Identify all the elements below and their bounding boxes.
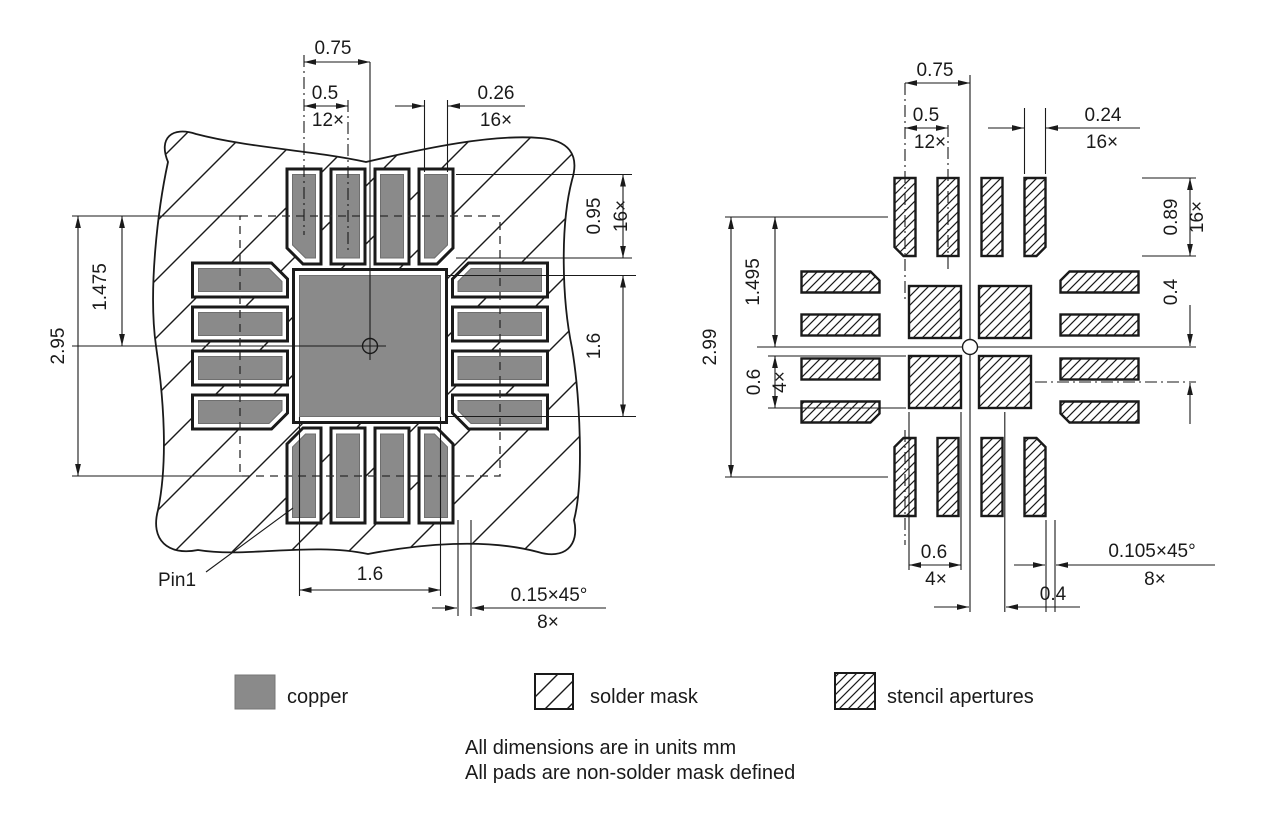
- dim-stencil-aperture-length-label: 0.89: [1161, 199, 1182, 236]
- stencil-aperture: [1059, 270, 1140, 294]
- stencil-aperture: [893, 176, 917, 258]
- stencil-aperture-view: 0.75 0.5 12× 0.24 16× 0.89 16×: [700, 60, 1215, 612]
- notes: All dimensions are in units mm All pads …: [465, 737, 795, 784]
- dim-copper-chamfer-qty-label: 8×: [537, 612, 559, 633]
- paste-square: [907, 354, 963, 410]
- dim-stencil-half-span-label: 1.495: [743, 258, 764, 306]
- copper-pad: [424, 433, 448, 518]
- dim-copper-chamfer-label: 0.15×45°: [511, 585, 588, 606]
- dim-copper-pad-width: [395, 100, 525, 172]
- dim-stencil-aperture-length-qty-label: 16×: [1187, 201, 1208, 233]
- stencil-aperture: [980, 436, 1004, 518]
- pin1-leader-line: [205, 507, 294, 573]
- dim-center-pad-width-label: 1.6: [357, 564, 383, 585]
- dim-copper-offset-label: 0.75: [315, 38, 352, 59]
- stencil-aperture: [800, 400, 881, 424]
- dim-center-pad-height: [448, 274, 636, 418]
- stencil-aperture: [800, 357, 881, 381]
- stencil-aperture: [1059, 313, 1140, 337]
- dim-stencil-aperture-length: [1142, 177, 1196, 257]
- dim-stencil-paste-width: [908, 412, 962, 570]
- dim-copper-chamfer: [432, 520, 606, 616]
- stencil-aperture: [893, 436, 917, 518]
- dim-stencil-paste-height: [768, 355, 906, 409]
- paste-square: [977, 284, 1033, 340]
- dim-copper-pitch-label: 0.5: [312, 83, 338, 104]
- dim-copper-half-span-label: 1.475: [90, 263, 111, 311]
- copper-pad: [198, 268, 283, 292]
- legend-copper-swatch: [234, 674, 276, 710]
- stencil-aperture: [1059, 357, 1140, 381]
- paste-square: [977, 354, 1033, 410]
- legend: copper solder mask stencil apertures: [234, 672, 1034, 710]
- dim-stencil-paste-width-label: 0.6: [921, 542, 947, 563]
- dim-copper-pad-length-label: 0.95: [584, 198, 605, 235]
- dim-stencil-aperture-width-qty-label: 16×: [1086, 132, 1118, 153]
- stencil-aperture: [1023, 436, 1047, 518]
- legend-copper-label: copper: [287, 686, 348, 708]
- dim-center-pad-height-label: 1.6: [584, 333, 605, 359]
- dim-stencil-paste-offset-v: [1146, 305, 1196, 424]
- stencil-aperture: [936, 436, 960, 518]
- center-origin-crosshair: [361, 337, 379, 355]
- dim-stencil-paste-height-qty-label: 4×: [770, 371, 791, 393]
- dim-stencil-chamfer-qty-label: 8×: [1144, 569, 1166, 590]
- stencil-origin-crosshair: [961, 338, 979, 356]
- dim-center-pad-width: [298, 417, 442, 596]
- dim-stencil-paste-offset-v-label: 0.4: [1161, 278, 1182, 305]
- dim-stencil-paste-width-qty-label: 4×: [925, 569, 947, 590]
- copper-land-pattern-view: 0.75 0.5 12× 0.26 16× 0.95 16×: [48, 38, 636, 633]
- legend-stencil-label: stencil apertures: [887, 686, 1034, 708]
- dim-copper-pad-length-qty-label: 16×: [611, 200, 632, 232]
- dim-stencil-pitch-label: 0.5: [913, 105, 939, 126]
- centerlines: [72, 55, 386, 360]
- stencil-aperture: [1023, 176, 1047, 258]
- paste-square: [907, 284, 963, 340]
- dim-stencil-chamfer: [1014, 520, 1215, 612]
- pin1-label: Pin1: [158, 570, 196, 591]
- dim-stencil-paste-height-label: 0.6: [744, 369, 765, 395]
- legend-stencil-swatch: [834, 672, 876, 710]
- legend-solder-mask-label: solder mask: [590, 686, 699, 708]
- legend-solder-mask-swatch: [534, 673, 574, 710]
- note-units: All dimensions are in units mm: [465, 737, 736, 759]
- stencil-aperture: [1059, 400, 1140, 424]
- dim-copper-pad-width-label: 0.26: [478, 83, 515, 104]
- dim-stencil-paste-offset-h-label: 0.4: [1040, 584, 1067, 605]
- dim-stencil-span: [725, 216, 888, 478]
- dim-stencil-pitch-qty-label: 12×: [914, 132, 946, 153]
- stencil-aperture: [980, 176, 1004, 258]
- stencil-aperture: [800, 313, 881, 337]
- stencil-aperture: [936, 176, 960, 258]
- dim-copper-pitch-qty-label: 12×: [312, 110, 344, 131]
- dim-stencil-aperture-width-label: 0.24: [1085, 105, 1122, 126]
- dim-copper-pad-length: [456, 173, 632, 259]
- note-nsmd: All pads are non-solder mask defined: [465, 762, 795, 784]
- dim-stencil-span-label: 2.99: [700, 329, 721, 366]
- dim-stencil-aperture-width: [988, 108, 1140, 174]
- dim-copper-pad-width-qty-label: 16×: [480, 110, 512, 131]
- stencil-apertures: [800, 176, 1140, 518]
- stencil-aperture: [800, 270, 881, 294]
- dim-copper-span: [72, 215, 242, 477]
- dim-copper-span-label: 2.95: [48, 328, 69, 365]
- dim-stencil-offset-label: 0.75: [917, 60, 954, 81]
- dim-stencil-chamfer-label: 0.105×45°: [1108, 541, 1195, 562]
- dim-stencil-paste-offset-h: [934, 412, 1080, 612]
